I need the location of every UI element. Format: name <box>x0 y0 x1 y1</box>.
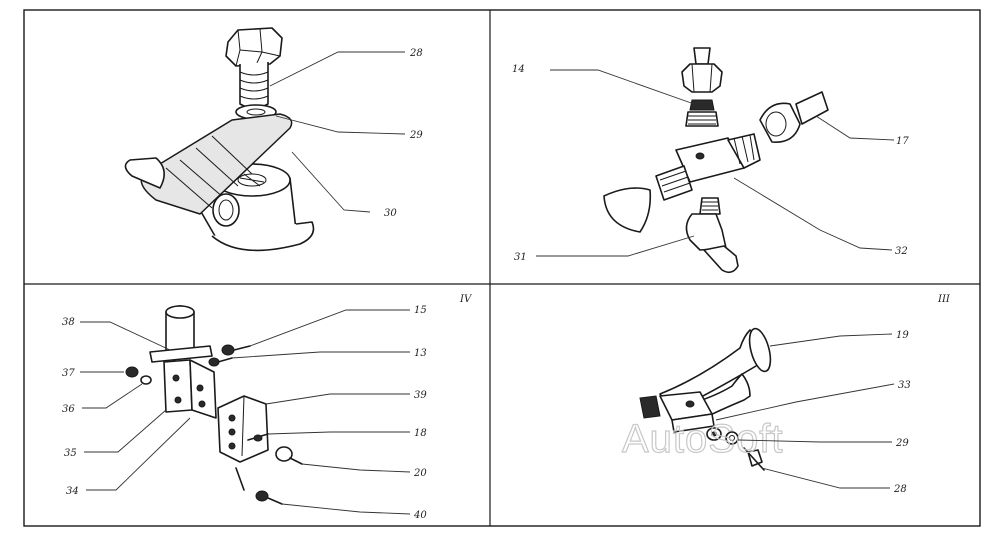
washer-29-r <box>706 427 722 441</box>
label-35: 35 <box>64 448 77 459</box>
plate-39 <box>217 395 269 463</box>
label-33: 33 <box>898 380 911 391</box>
label-32: 32 <box>895 246 908 257</box>
label-15: 15 <box>414 305 427 316</box>
nut-29-r <box>725 431 739 445</box>
panel-bottom-right: III AutoSoft 19 <box>621 294 951 495</box>
cup-seal <box>603 187 652 233</box>
fitting-14 <box>685 99 719 127</box>
nut-20 <box>275 446 303 465</box>
washer-36 <box>140 375 152 385</box>
label-30: 30 <box>384 208 397 219</box>
bolt-28-r <box>743 447 765 471</box>
panel-number-iv: IV <box>459 294 473 305</box>
bolt-28 <box>225 27 283 109</box>
label-36: 36 <box>62 404 75 415</box>
screw-13 <box>208 357 233 367</box>
label-19: 19 <box>896 330 909 341</box>
label-34: 34 <box>66 486 79 497</box>
label-39: 39 <box>414 390 427 401</box>
screw-40 <box>235 467 283 505</box>
elbow-17 <box>759 91 829 143</box>
label-29-r: 29 <box>895 438 909 449</box>
label-20: 20 <box>413 468 427 479</box>
relay-38 <box>149 305 213 363</box>
label-37: 37 <box>62 368 75 379</box>
valve-33 <box>639 391 715 433</box>
nut-37 <box>125 366 139 378</box>
label-28-r: 28 <box>893 484 907 495</box>
stud-18 <box>247 433 269 442</box>
label-14: 14 <box>512 64 525 75</box>
tee-body <box>655 133 761 201</box>
panel-top-right: 14 17 31 32 <box>512 47 909 274</box>
label-28: 28 <box>409 48 423 59</box>
label-18: 18 <box>414 428 427 439</box>
label-31: 31 <box>514 252 527 263</box>
bracket-35 <box>163 359 217 419</box>
bracket-30 <box>124 113 315 252</box>
panel-frames <box>23 9 981 527</box>
screw-15 <box>221 344 251 356</box>
label-29: 29 <box>409 130 423 141</box>
label-17: 17 <box>896 136 909 147</box>
elbow-31 <box>685 197 739 274</box>
label-13: 13 <box>414 348 427 359</box>
label-40: 40 <box>413 510 427 521</box>
label-38: 38 <box>62 317 75 328</box>
panel-bottom-left: IV <box>62 294 473 521</box>
nipple-top <box>681 47 723 93</box>
watermark: AutoSoft <box>622 417 783 461</box>
panel-top-left: 28 29 30 <box>124 27 423 252</box>
panel-number-iii: III <box>937 294 951 305</box>
